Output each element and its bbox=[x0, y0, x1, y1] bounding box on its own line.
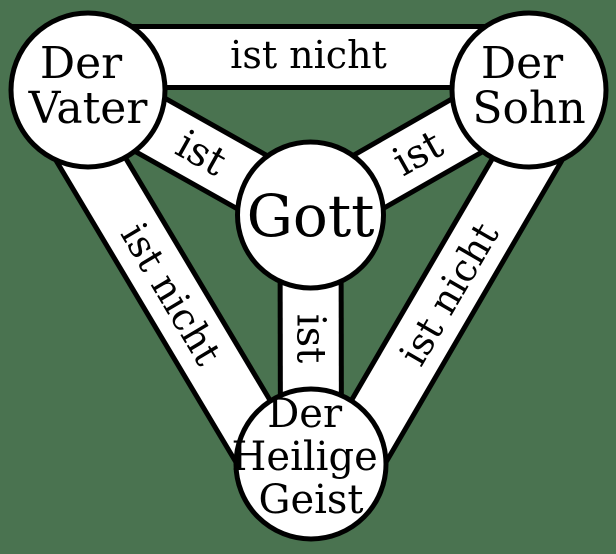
edge-label-father-son: ist nicht bbox=[230, 33, 387, 77]
node-label-son-line1: Der bbox=[481, 38, 564, 89]
node-label-son-line2: Sohn bbox=[472, 83, 585, 134]
node-label-god: Gott bbox=[247, 182, 375, 250]
node-label-father-line1: Der bbox=[40, 38, 123, 89]
node-label-father: Der Vater bbox=[28, 38, 149, 134]
band-fill bbox=[35, 92, 307, 496]
node-label-spirit-line2: Heilige bbox=[232, 434, 378, 480]
node-label-father-line2: Vater bbox=[28, 83, 149, 134]
node-label-spirit-line1: Der bbox=[267, 391, 343, 437]
band-father-spirit bbox=[31, 89, 311, 498]
node-label-spirit: Der Heilige Geist bbox=[232, 391, 391, 523]
node-spirit-circle bbox=[233, 386, 389, 542]
node-label-spirit-line3: Geist bbox=[258, 477, 363, 523]
node-father-circle bbox=[8, 10, 168, 170]
node-son-circle bbox=[449, 10, 609, 170]
edge-label-spirit-god: ist bbox=[288, 314, 334, 363]
node-god-circle bbox=[235, 139, 386, 291]
node-label-son: Der Sohn bbox=[472, 38, 585, 134]
